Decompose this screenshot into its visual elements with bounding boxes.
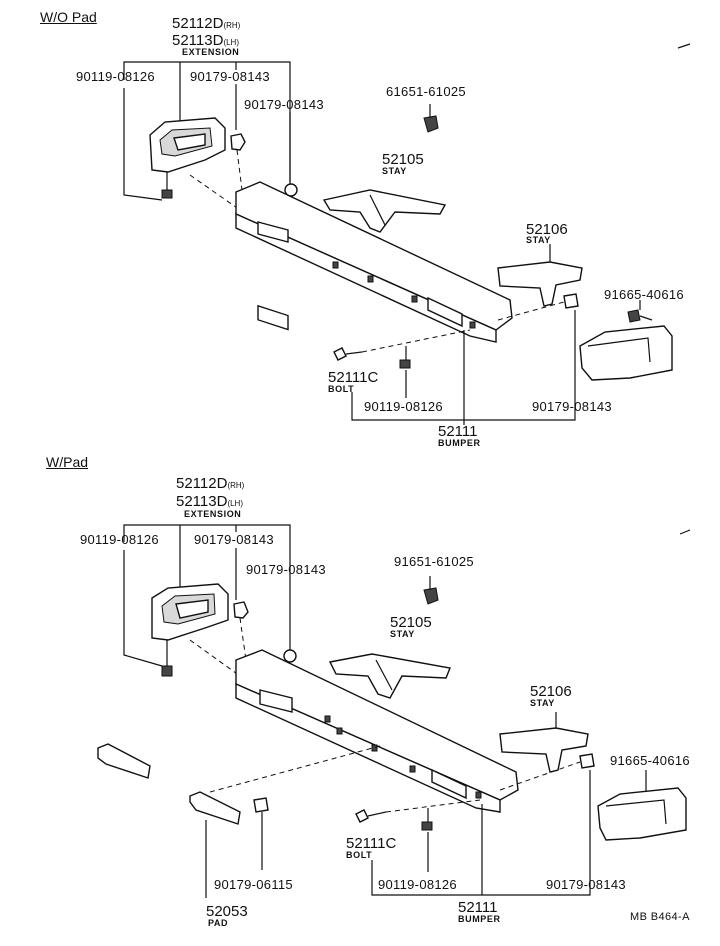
stay-52106: [497, 244, 583, 307]
label-stay-52105: 52105: [382, 151, 424, 168]
ext-lh-number-b: 52113D: [176, 493, 228, 510]
ext-lh-number: 52113D: [172, 32, 224, 49]
nut-90179-f: [579, 753, 595, 769]
label-extension-rh: 52112D(RH): [172, 16, 240, 31]
pad-upper: [97, 743, 151, 779]
ext-rh-side-b: (RH): [227, 481, 245, 490]
label-clip-61651: 61651-61025: [386, 84, 466, 99]
nut-90179-a: [230, 133, 246, 191]
stay-52105-b: [328, 653, 451, 699]
label-pad-nut-90179: 90179-06115: [214, 877, 293, 892]
ext-lh-side: (LH): [223, 38, 239, 47]
caption-stay-52105: STAY: [382, 166, 407, 176]
top-assembly: [123, 61, 673, 425]
label-extension-lh: 52113D(LH): [172, 33, 239, 48]
screw-91665: [627, 300, 653, 323]
bolt-52111c: [333, 329, 471, 361]
caption-bolt: BOLT: [328, 384, 355, 394]
label-screw-91665-b: 91665-40616: [610, 753, 690, 768]
caption-bolt-b: BOLT: [346, 850, 373, 860]
label-screw-91665: 91665-40616: [604, 287, 684, 302]
bolt-90119-b: [399, 346, 411, 369]
label-nut-90179-b: 90179-08143: [244, 97, 324, 112]
extension-part-b: [151, 583, 229, 641]
nut-90179-c: [563, 293, 579, 309]
label-nut-90179-f: 90179-08143: [546, 877, 626, 892]
caption-pad: PAD: [208, 918, 229, 928]
label-extension-rh-b: 52112D(RH): [176, 476, 244, 491]
ext-rh-number-b: 52112D: [176, 475, 228, 492]
caption-stay-52105-b: STAY: [390, 629, 415, 639]
label-bumper-52111-b: 52111: [458, 899, 498, 916]
label-bolt-90119-c: 90119-08126: [80, 532, 159, 547]
label-bumper-52111: 52111: [438, 423, 478, 440]
ext-rh-side: (RH): [223, 21, 241, 30]
caption-extension-b: EXTENSION: [184, 509, 242, 519]
section-heading-wo-pad: W/O Pad: [40, 9, 97, 25]
nut-90179-06115: [253, 797, 269, 813]
label-extension-lh-b: 52113D(LH): [176, 494, 243, 509]
bolt-90119: [161, 172, 173, 199]
right-extension-b: [597, 787, 687, 841]
nut-90179-d: [233, 601, 249, 661]
pad-lower: [189, 791, 241, 825]
label-bolt-90119-b: 90119-08126: [364, 399, 443, 414]
label-bolt-52111c: 52111C: [328, 369, 379, 386]
ext-rh-number: 52112D: [172, 15, 224, 32]
clip-91651: [423, 576, 439, 605]
label-stay-52106-b: 52106: [530, 683, 572, 700]
stay-52105: [322, 189, 447, 233]
bottom-assembly: [97, 43, 691, 898]
stay-52106-b: [499, 712, 589, 773]
label-nut-90179-e: 90179-08143: [246, 562, 326, 577]
caption-stay-52106: STAY: [526, 235, 551, 245]
label-nut-90179-d: 90179-08143: [194, 532, 274, 547]
label-stay-52105-b: 52105: [390, 614, 432, 631]
bumper-bar: [235, 181, 513, 343]
bolt-90119-c: [161, 640, 173, 677]
ext-lh-side-b: (LH): [227, 499, 243, 508]
bolt-52111c-b: [355, 799, 481, 823]
bumper-bar-b: [235, 649, 519, 813]
caption-bumper-b: BUMPER: [458, 914, 501, 924]
right-extension: [579, 325, 673, 381]
bolt-90119-d: [421, 808, 433, 831]
label-pad-52053: 52053: [206, 903, 248, 920]
caption-extension: EXTENSION: [182, 47, 240, 57]
caption-stay-52106-b: STAY: [530, 698, 555, 708]
label-clip-91651: 91651-61025: [394, 554, 474, 569]
label-bolt-52111c-b: 52111C: [346, 835, 397, 852]
section-heading-w-pad: W/Pad: [46, 454, 89, 470]
label-bolt-90119: 90119-08126: [76, 69, 155, 84]
nut-90179-e: [283, 649, 297, 663]
extension-part: [149, 117, 226, 173]
figure-code: MB B464-A: [630, 911, 690, 923]
label-nut-90179-a: 90179-08143: [190, 69, 270, 84]
label-bolt-90119-d: 90119-08126: [378, 877, 457, 892]
caption-bumper: BUMPER: [438, 438, 481, 448]
clip-61651: [423, 104, 439, 133]
label-nut-90179-c: 90179-08143: [532, 399, 612, 414]
label-stay-52106: 52106: [526, 221, 568, 238]
